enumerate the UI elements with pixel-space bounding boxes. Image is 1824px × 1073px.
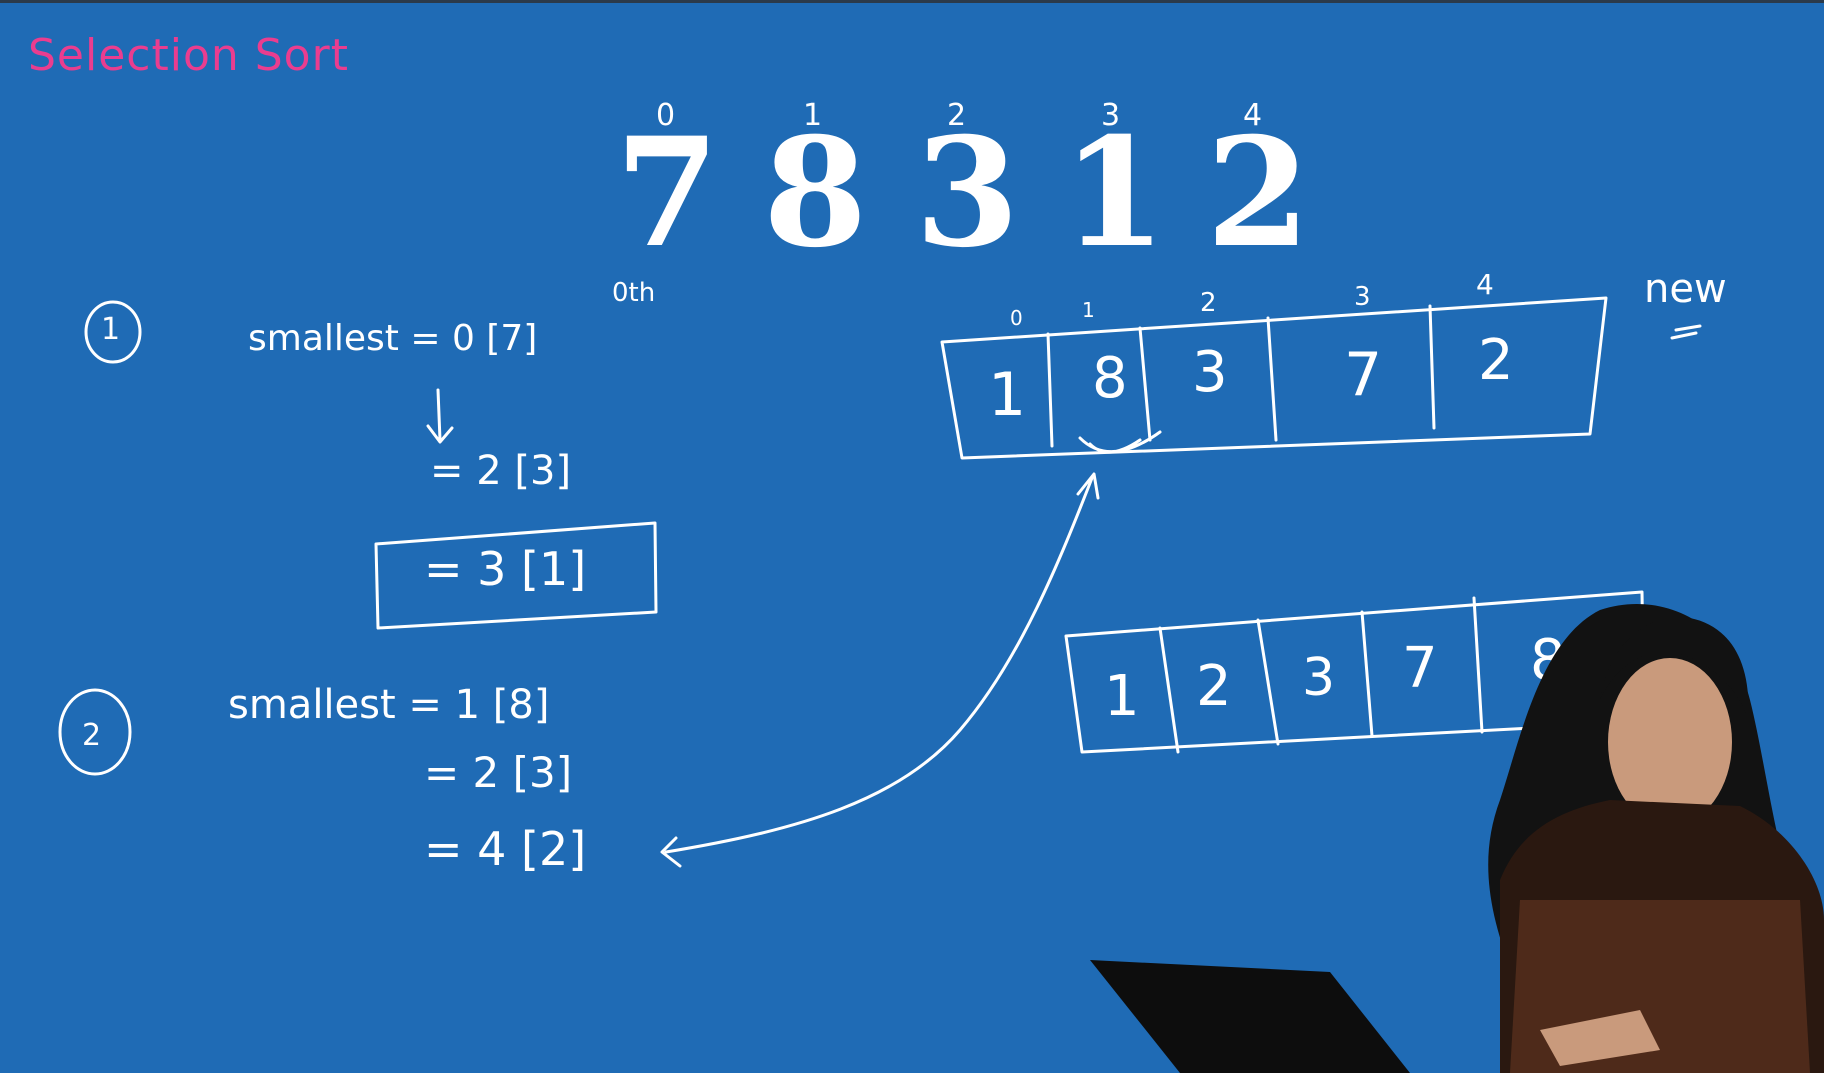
sorted-array-value: 1	[1104, 664, 1140, 729]
swap-arrow	[664, 476, 1094, 854]
new-underline	[1670, 324, 1702, 340]
new-array-value: 8	[1092, 346, 1128, 411]
new-array-value: 7	[1344, 340, 1383, 410]
pass-1-result: = 3 [1]	[424, 542, 587, 596]
laptop-shape	[1090, 960, 1410, 1073]
swap-mark	[1078, 430, 1162, 454]
array-index: 0	[656, 98, 676, 133]
down-arrow	[426, 388, 454, 444]
pass-1-marker: 1	[101, 312, 121, 347]
pass-1-line: = 2 [3]	[430, 448, 572, 494]
array-value: 1	[1062, 105, 1167, 281]
pass-2-line: = 4 [2]	[424, 822, 587, 876]
sorted-array-value: 7	[1402, 636, 1438, 701]
array-index: 4	[1243, 98, 1263, 133]
new-array-index: 3	[1354, 282, 1371, 312]
new-array-value: 1	[988, 360, 1027, 430]
sorted-array-value: 3	[1302, 648, 1336, 708]
presenter-silhouette	[1488, 604, 1824, 1073]
pass-2-circle	[58, 688, 132, 776]
new-array-index: 2	[1200, 288, 1217, 318]
zeroth-annotation: 0th	[612, 278, 656, 308]
pass-2-line: smallest = 1 [8]	[228, 682, 550, 728]
pass-1-line: smallest = 0 [7]	[248, 318, 538, 359]
result-box	[374, 521, 658, 630]
array-value: 8	[763, 105, 868, 281]
new-label: new	[1644, 266, 1727, 312]
top-edge	[0, 0, 1824, 3]
swap-arrow-tail	[660, 836, 682, 868]
array-value: 2	[1206, 105, 1311, 281]
new-array-value: 3	[1192, 340, 1228, 405]
array-index: 3	[1101, 98, 1121, 133]
array-value: 3	[915, 105, 1020, 281]
new-array-value: 2	[1478, 328, 1514, 393]
new-array-box	[940, 296, 1608, 460]
lesson-title: Selection Sort	[28, 30, 349, 81]
array-index: 2	[947, 98, 967, 133]
swap-arrow-head	[1076, 472, 1100, 500]
new-array-index: 4	[1476, 268, 1494, 301]
pass-1-circle	[84, 300, 142, 364]
array-index: 1	[803, 98, 823, 133]
sorted-array-value: 2	[1196, 654, 1232, 719]
new-array-index: 0	[1010, 306, 1023, 330]
pass-2-line: = 2 [3]	[424, 748, 573, 797]
pass-2-marker: 2	[82, 718, 102, 753]
array-value: 7	[615, 105, 720, 281]
sorted-array-dividers	[1158, 596, 1484, 754]
new-array-index: 1	[1082, 298, 1095, 322]
new-array-dividers	[1046, 304, 1436, 448]
